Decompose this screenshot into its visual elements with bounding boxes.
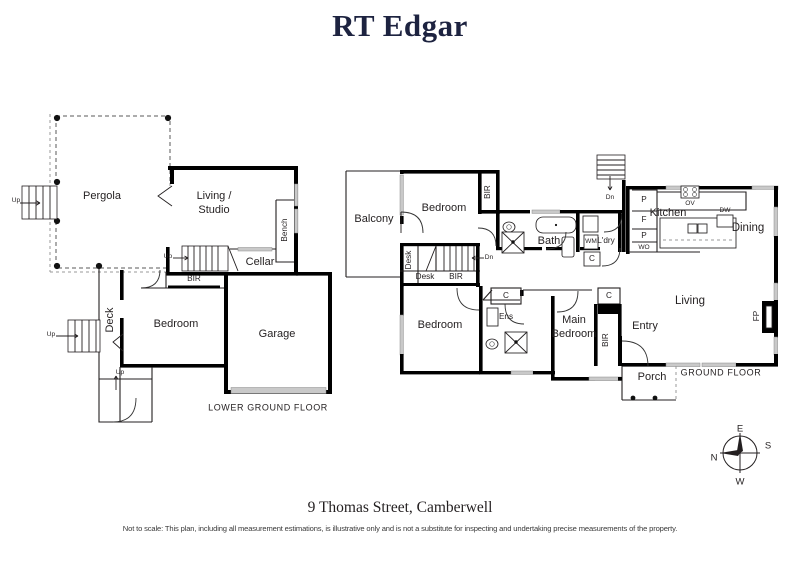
room-label-bedroom-lower: Bedroom — [418, 319, 463, 331]
stair-label-dn: Dn — [485, 254, 494, 261]
stair-label-dn: Dn — [606, 194, 615, 201]
compass-label-north: N — [711, 453, 718, 464]
fireplace-label: FP — [752, 310, 761, 321]
stair-label-up: Up — [116, 369, 125, 376]
pergola-post — [53, 217, 61, 225]
room-label-laundry: L'dry — [597, 236, 615, 245]
room-label-ensuite: Ens — [499, 312, 513, 321]
hall-stair-down: Dn — [596, 154, 626, 252]
door-swing — [140, 269, 161, 289]
compass-label-west: W — [736, 477, 745, 488]
bench-label: Bench — [280, 218, 289, 242]
pantry-label-top: P — [641, 195, 647, 204]
pergola-post — [164, 114, 172, 122]
door-swing — [456, 287, 480, 311]
room-label-balcony: Balcony — [354, 213, 394, 225]
lower-ground-walls — [98, 166, 332, 423]
oven-label: OV — [685, 200, 695, 207]
room-label-main-bedroom-1: Main — [562, 314, 586, 326]
door-swing — [556, 290, 579, 313]
room-label-living: Living — [675, 295, 705, 307]
bench-unit: Bench — [275, 199, 294, 263]
pergola-post — [95, 262, 103, 270]
fridge-label: F — [641, 215, 646, 224]
room-label-cellar: Cellar — [246, 256, 275, 268]
room-label-pergola: Pergola — [83, 190, 122, 202]
stair-label-up: Up — [164, 253, 173, 260]
door-swing — [477, 227, 497, 247]
upper-bedroom-area: Bedroom BIR — [399, 170, 500, 234]
desk-label-horizontal: Desk — [416, 272, 436, 281]
deck-step-zigzag — [112, 333, 124, 352]
floor-caption-lower-ground: LOWER GROUND FLOOR — [208, 402, 328, 412]
room-label-bedroom-lg: Bedroom — [154, 318, 199, 330]
cupboard-label-hall: C — [503, 291, 509, 300]
cellar-area: Cellar — [230, 247, 276, 268]
bath-area: Bath — [477, 209, 622, 258]
room-label-living-studio-2: Studio — [198, 204, 229, 216]
compass-label-south: S — [765, 441, 771, 452]
room-label-porch: Porch — [638, 371, 667, 383]
deck-stair: Up — [47, 319, 101, 353]
door-swing — [601, 247, 621, 267]
studio-stair: Up — [164, 245, 239, 272]
pergola-opening — [157, 185, 173, 207]
property-address: 9 Thomas Street, Camberwell — [307, 499, 493, 516]
room-label-dining: Dining — [732, 222, 765, 234]
door-swing — [504, 303, 525, 325]
bir-label-main: BIR — [601, 333, 610, 347]
balcony-area: Balcony — [345, 170, 401, 278]
ensuite-area: Ens — [479, 286, 555, 375]
room-label-bath: Bath — [538, 235, 561, 247]
dishwasher-label: DW — [720, 207, 732, 214]
desk-label-vertical: Desk — [404, 250, 413, 270]
entry-door-swing — [621, 340, 649, 367]
compass-label-east: E — [737, 424, 743, 435]
pergola-post — [53, 178, 61, 186]
brand-title: RT Edgar — [332, 8, 468, 43]
room-label-deck: Deck — [104, 307, 116, 333]
cupboard-label: C — [589, 254, 595, 263]
bir-label: BIR — [187, 274, 201, 283]
lower-ground-floor-plan: Up — [12, 114, 332, 423]
room-label-garage: Garage — [259, 328, 296, 340]
wm-label: WM — [585, 238, 597, 245]
lower-bedroom-area: Bedroom — [399, 286, 480, 375]
door-swing — [603, 213, 623, 233]
door-swing — [400, 211, 424, 234]
deck-lower-stair: Up — [99, 369, 152, 423]
ground-right-wall: FP — [752, 186, 778, 366]
door-swing — [545, 231, 567, 250]
door-swing — [112, 397, 137, 423]
bir-label-upper: BIR — [483, 185, 492, 199]
disclaimer-text: Not to scale: This plan, including all m… — [122, 524, 678, 533]
ground-floor-plan: Balcony Bedroom BIR — [345, 154, 779, 401]
desk-stair-band: Desk Desk BIR Dn — [400, 243, 494, 287]
cupboard-label-entry: C — [606, 291, 612, 300]
garage-door — [230, 387, 327, 394]
wall-oven-label: WO — [638, 244, 649, 251]
living-bottom-wall — [622, 362, 778, 367]
pergola-post — [53, 114, 61, 122]
main-bedroom-area: C C BIR Main Bedroom — [490, 287, 622, 381]
pergola-post — [53, 262, 61, 270]
room-label-main-bedroom-2: Bedroom — [552, 328, 597, 340]
laundry-area: WM L'dry C — [580, 210, 623, 267]
pergola-stair: Up — [12, 185, 58, 220]
room-label-living-studio: Living / — [197, 190, 233, 202]
compass-rose: E S W N — [711, 424, 772, 488]
room-label-bedroom-upper: Bedroom — [422, 202, 467, 214]
room-label-entry: Entry — [632, 320, 658, 332]
entry-porch-area: Entry Porch GROUND FLOOR — [618, 320, 762, 401]
pergola-outline — [49, 114, 172, 273]
bir-label-desk: BIR — [449, 272, 463, 281]
stair-label-up: Up — [47, 331, 56, 338]
kitchen-area: P F P WO OV DW Ki — [626, 185, 779, 254]
pantry-label-mid: P — [641, 231, 647, 240]
floor-caption-ground: GROUND FLOOR — [681, 367, 762, 377]
room-label-kitchen: Kitchen — [650, 207, 687, 219]
stair-label-up: Up — [12, 197, 21, 204]
